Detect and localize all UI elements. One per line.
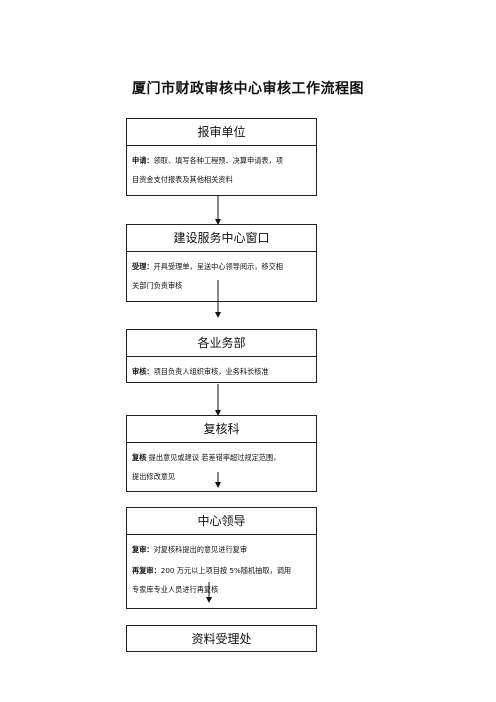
step-label: 受理：: [132, 262, 154, 271]
step-title: 报审单位: [127, 119, 316, 146]
step-text: 领取、填写各种工程预、决算申请表，项: [153, 156, 283, 165]
step-box-review-section: 复核科 复核 提出意见或建议 若差错率超过规定范围， 提出修改意见: [126, 415, 317, 492]
step-title: 复核科: [127, 416, 316, 443]
step-title: 资料受理处: [191, 632, 252, 646]
step-text: 专家库专业人员进行再复核: [132, 585, 219, 594]
step-text: 提出修改意见: [132, 472, 176, 481]
step-label: 复审：: [132, 545, 154, 554]
step-label: 复核: [132, 453, 147, 462]
step-title: 中心领导: [127, 508, 316, 535]
step-text: 开具受理单，呈送中心领导阅示，移交相: [153, 262, 283, 271]
step-text: 项目负责人组织审核，业务科长核准: [153, 367, 269, 376]
step-box-business-dept: 各业务部 审核：项目负责人组织审核，业务科长核准: [126, 329, 317, 383]
step-box-document-intake: 资料受理处: [126, 625, 317, 652]
step-box-applicant: 报审单位 申请：领取、填写各种工程预、决算申请表，项 目资金支付报表及其他相关资…: [126, 118, 317, 196]
step-text: 提出意见或建议 若差错率超过规定范围，: [146, 453, 281, 462]
step-text: 关部门负责审核: [132, 281, 183, 290]
step-title: 建设服务中心窗口: [127, 225, 316, 252]
step-text: 200 万元以上项目按 5%随机抽取，调用: [160, 566, 292, 575]
step-box-center-leader: 中心领导 复审：对复核科提出的意见进行复审 再复审：200 万元以上项目按 5%…: [126, 507, 317, 609]
page-title: 厦门市财政审核中心审核工作流程图: [132, 81, 364, 97]
step-title: 各业务部: [127, 330, 316, 357]
step-label: 再复审：: [132, 566, 161, 575]
step-label: 审核：: [132, 367, 154, 376]
step-box-service-window: 建设服务中心窗口 受理：开具受理单，呈送中心领导阅示，移交相 关部门负责审核: [126, 224, 317, 302]
step-label: 申请：: [132, 156, 154, 165]
step-text: 对复核科提出的意见进行复审: [153, 545, 248, 554]
step-text: 目资金支付报表及其他相关资料: [132, 175, 233, 184]
